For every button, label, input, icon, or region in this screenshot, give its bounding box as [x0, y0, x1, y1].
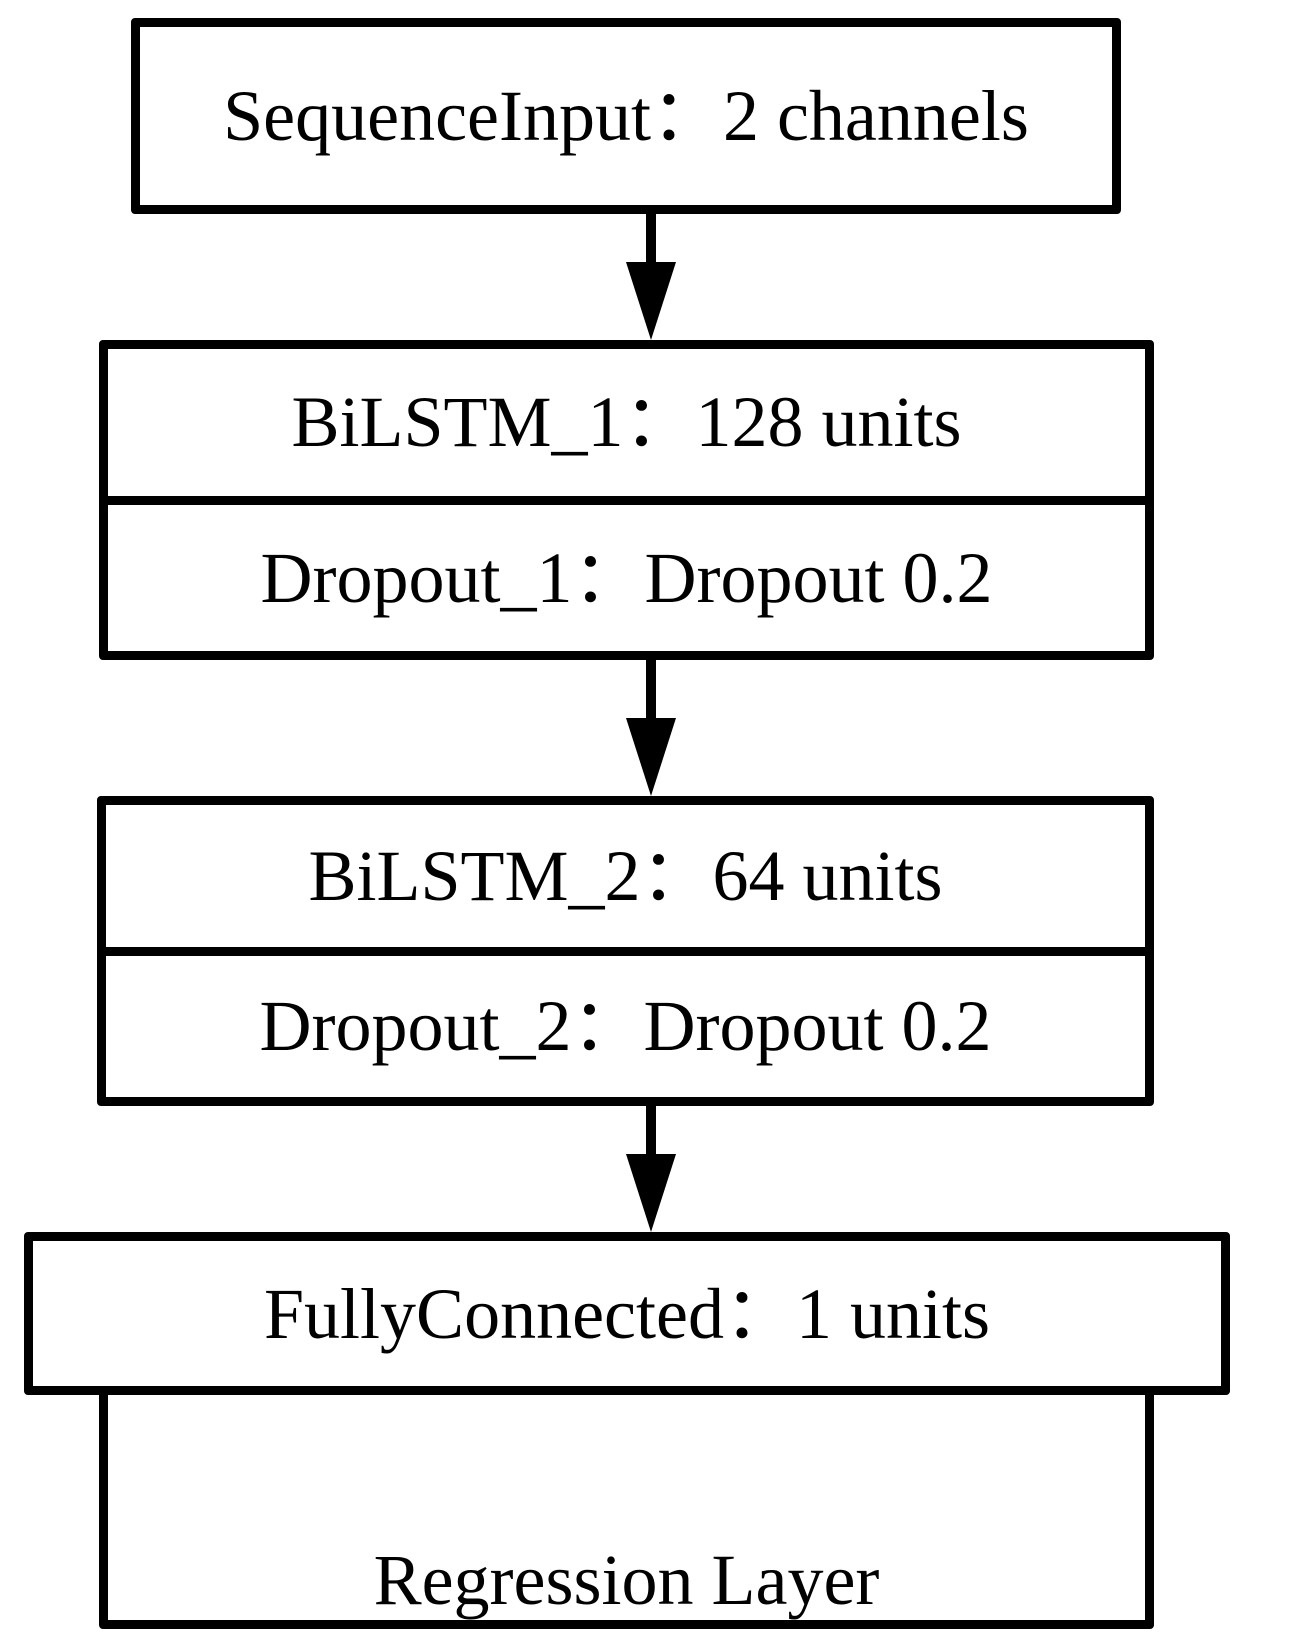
- sequence-input-label: SequenceInput：2 channels: [223, 76, 1029, 156]
- dropout1-label: Dropout_1：Dropout 0.2: [260, 537, 993, 618]
- sequence-input-block: SequenceInput：2 channels: [131, 18, 1121, 214]
- divider: [106, 946, 1145, 956]
- bilstm1-label: BiLSTM_1：128 units: [291, 382, 962, 463]
- divider: [108, 495, 1145, 505]
- regression-label: Regression Layer: [373, 1540, 880, 1620]
- bilstm1-dropout1-block: BiLSTM_1：128 units Dropout_1：Dropout 0.2: [99, 340, 1154, 660]
- arrow-input-to-bilstm1: [626, 214, 676, 340]
- fully-connected-label: FullyConnected：1 units: [264, 1273, 990, 1354]
- bilstm2-label: BiLSTM_2：64 units: [308, 835, 943, 916]
- bilstm2-dropout2-block: BiLSTM_2：64 units Dropout_2：Dropout 0.2: [97, 796, 1154, 1106]
- fully-connected-block: FullyConnected：1 units: [24, 1232, 1230, 1395]
- dropout2-label: Dropout_2：Dropout 0.2: [259, 986, 992, 1067]
- regression-layer-block: Regression Layer: [99, 1386, 1154, 1629]
- arrow-dropout1-to-bilstm2: [626, 660, 676, 796]
- arrow-dropout2-to-fc: [626, 1106, 676, 1232]
- spacer: [108, 1395, 1145, 1540]
